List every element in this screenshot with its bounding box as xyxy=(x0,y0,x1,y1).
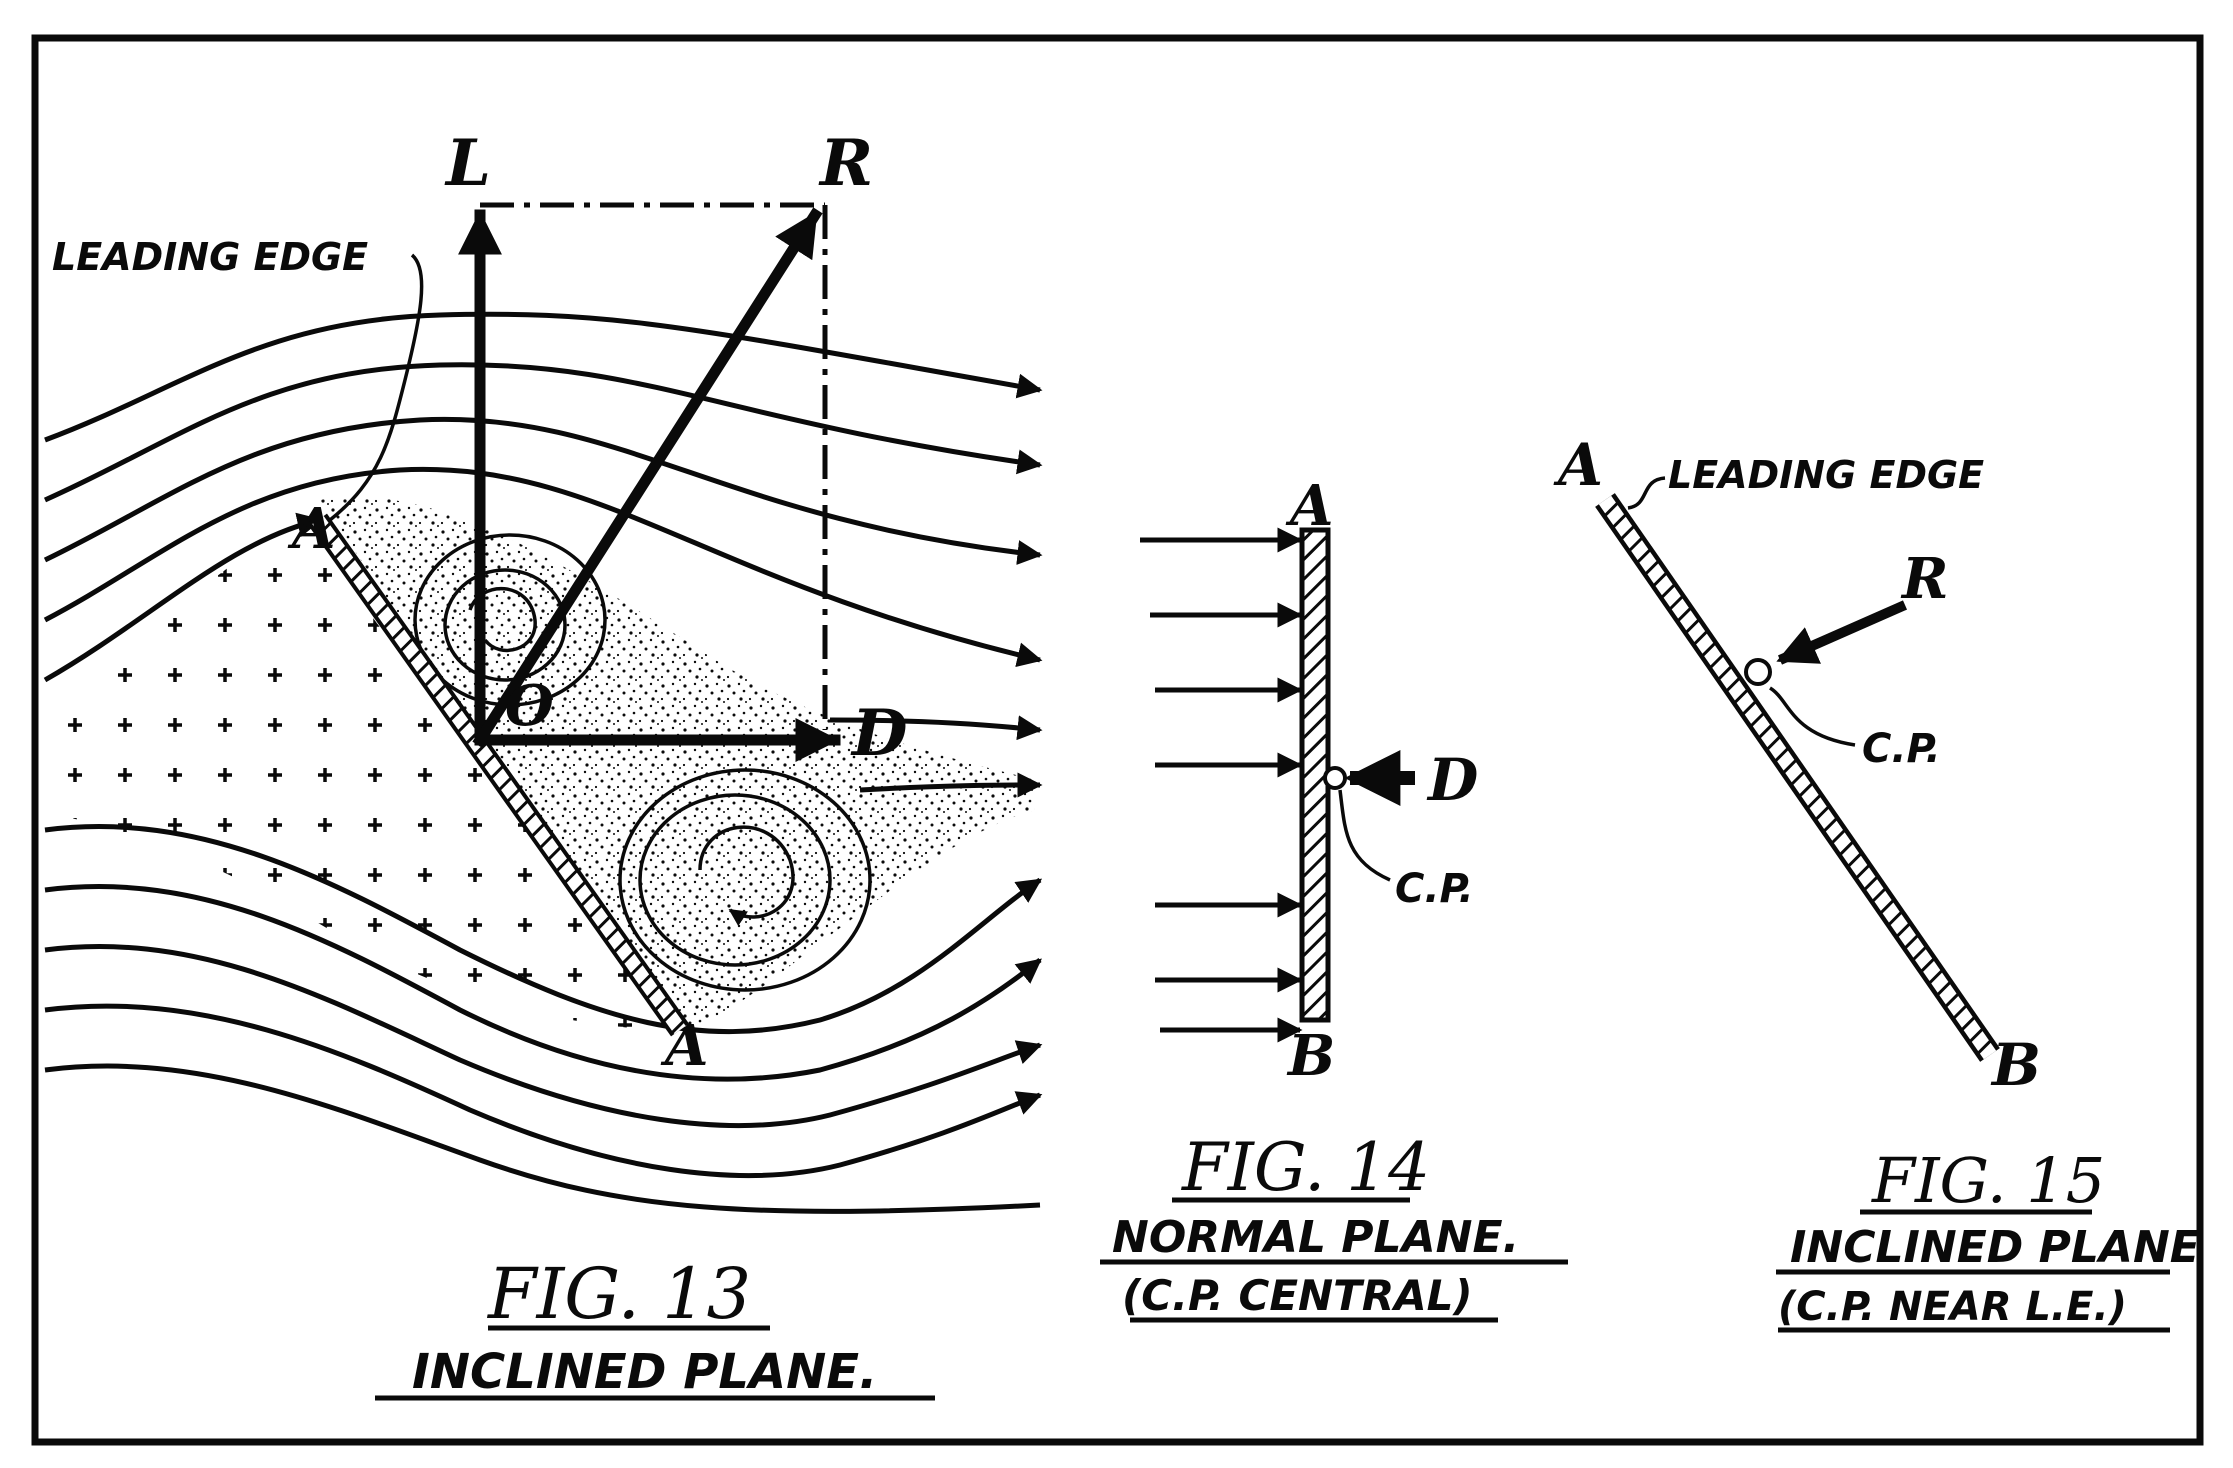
label-L: L xyxy=(444,126,491,201)
normal-plate xyxy=(1299,527,1331,1023)
label-D: D xyxy=(850,696,908,771)
label-A-top: A xyxy=(287,496,335,562)
fig15-label-R: R xyxy=(1900,546,1949,612)
fig14-cp-point xyxy=(1323,766,1347,790)
leading-edge-leader xyxy=(328,253,424,522)
fig14-flow-arrows xyxy=(1140,527,1303,1043)
label-A-bottom: A xyxy=(660,1013,708,1079)
resultant-arrow xyxy=(472,207,823,748)
fig14-label-A: A xyxy=(1285,473,1333,539)
pressure-region xyxy=(55,520,680,1030)
fig14-subtitle: NORMAL PLANE. xyxy=(1112,1212,1519,1263)
streamlines xyxy=(43,311,1043,1214)
fig-15: A B R C.P. LEADING EDGE FIG. 15 INCLINED… xyxy=(1553,431,2200,1333)
fig15-label-A: A xyxy=(1553,431,1603,499)
fig15-cp-leader xyxy=(1769,686,1856,747)
fig15-label-B: B xyxy=(1990,1031,2041,1099)
suction-region xyxy=(320,496,1035,1030)
fig15-subtitle: INCLINED PLANE xyxy=(1790,1222,2200,1273)
fig14-label-cp: C.P. xyxy=(1395,866,1474,912)
fig13-caption: FIG. 13 xyxy=(486,1253,751,1335)
fig14-caption: FIG. 14 xyxy=(1181,1129,1430,1206)
leading-edge-label: LEADING EDGE xyxy=(52,235,368,279)
fig-13: L R D O A A LEADING EDGE FIG. 13 INCLINE… xyxy=(43,126,1043,1401)
fig15-cp-point xyxy=(1744,658,1772,686)
fig15-leading-edge-label: LEADING EDGE xyxy=(1668,453,1984,497)
fig14-cp-leader xyxy=(1338,789,1391,882)
fig14-note: (C.P. CENTRAL) xyxy=(1122,1271,1473,1320)
fig15-label-cp: C.P. xyxy=(1862,726,1941,772)
label-R: R xyxy=(818,126,873,201)
vortex-lower xyxy=(618,768,872,992)
fig15-note: (C.P. NEAR L.E.) xyxy=(1778,1284,2127,1330)
fig15-resultant-arrow xyxy=(1776,600,1908,665)
fig-14: A B D C.P. FIG. 14 NORMAL PLANE. (C.P. C… xyxy=(1100,473,1568,1323)
fig15-caption: FIG. 15 xyxy=(1871,1144,2105,1217)
fig14-label-B: B xyxy=(1286,1023,1335,1089)
fig15-leading-edge-leader xyxy=(1627,476,1666,510)
fig14-label-D: D xyxy=(1426,746,1478,814)
label-O: O xyxy=(505,673,554,739)
plate-border xyxy=(31,34,2204,1446)
vortex-upper xyxy=(413,533,607,707)
fig13-subtitle: INCLINED PLANE. xyxy=(412,1344,877,1400)
